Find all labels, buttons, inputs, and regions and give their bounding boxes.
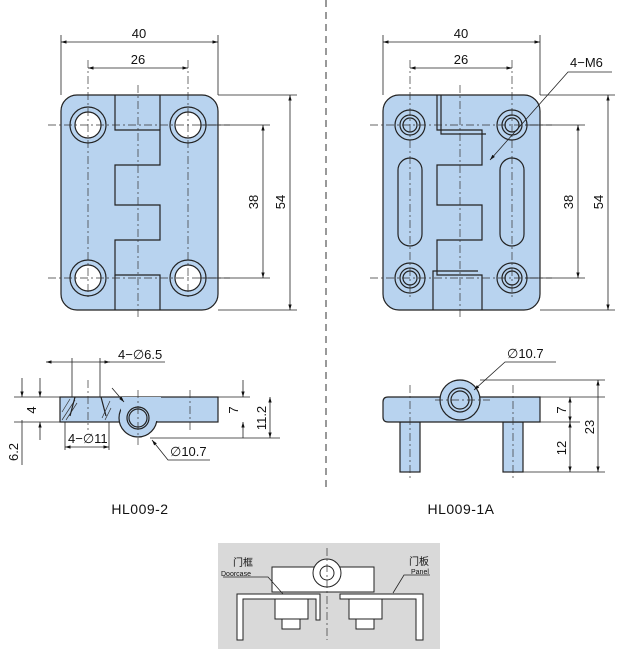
dim-pin: ∅10.7 <box>507 346 544 361</box>
dim-thread: 4−M6 <box>570 55 603 70</box>
dim-offset: 6.2 <box>6 443 21 461</box>
dim-counterbore-depth: 4 <box>24 406 39 413</box>
dim-pin: ∅10.7 <box>170 444 207 459</box>
installation-diagram: 门框 Doorcase 门板 Panel <box>218 543 440 649</box>
doorcase-en: Doorcase <box>221 571 251 578</box>
dim-thickness: 7 <box>226 406 241 413</box>
dim-hole-spacing-y: 38 <box>246 195 261 209</box>
dim-counterbore: 4−∅6.5 <box>118 347 162 362</box>
model-label-right: HL009-1A <box>427 501 494 517</box>
dim-height: 54 <box>273 195 288 209</box>
dim-width: 40 <box>454 26 468 41</box>
dim-thru-hole: 4−∅11 <box>68 431 108 446</box>
panel-cn: 门板 <box>409 555 429 568</box>
dim-total: 11.2 <box>254 406 269 430</box>
model-label-left: HL009-2 <box>111 501 168 517</box>
dim-thickness: 7 <box>554 406 569 413</box>
right-side-view: ∅10.7 7 12 23 <box>382 346 605 478</box>
dim-hole-spacing-x: 26 <box>131 52 145 67</box>
dim-stud: 12 <box>554 441 569 455</box>
left-side-view: 4−∅6.5 4 4−∅11 6.2 7 11.2 ∅10.7 <box>6 347 280 465</box>
dim-height: 54 <box>591 195 606 209</box>
left-top-view: 40 26 38 54 <box>48 26 297 320</box>
dim-width: 40 <box>132 26 146 41</box>
dim-hole-spacing-y: 38 <box>561 195 576 209</box>
dim-total: 23 <box>582 420 597 434</box>
right-top-view: 40 26 4−M6 38 54 <box>370 26 615 320</box>
dim-hole-spacing-x: 26 <box>454 52 468 67</box>
panel-en: Panel <box>411 569 429 576</box>
doorcase-cn: 门框 <box>233 556 253 569</box>
